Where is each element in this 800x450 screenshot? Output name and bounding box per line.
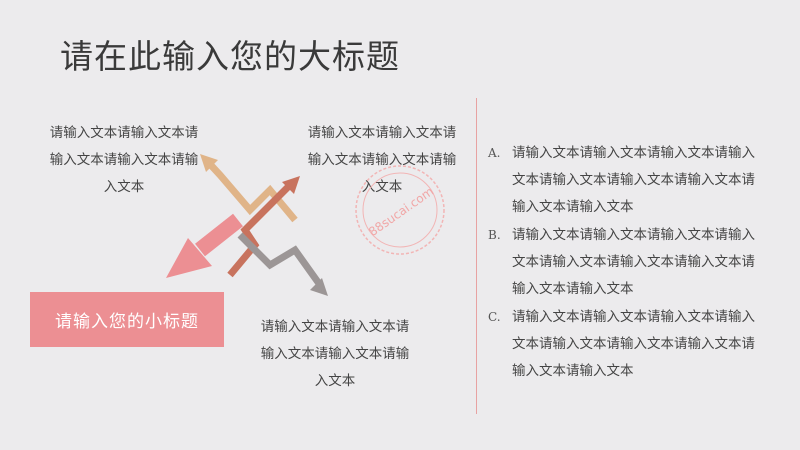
subtitle-label: 请输入您的小标题	[55, 312, 199, 332]
watermark-stamp: 88sucai.com	[355, 165, 445, 255]
divider-line	[476, 98, 477, 414]
list-text: 请输入文本请输入文本请输入文本请输入文本请输入文本请输入文本请输入文本请输入文本…	[512, 145, 755, 215]
list-item: A. 请输入文本请输入文本请输入文本请输入文本请输入文本请输入文本请输入文本请输…	[488, 140, 768, 221]
text-block-bottom: 请输入文本请输入文本请输入文本请输入文本请输入文本	[260, 319, 410, 389]
watermark-text: 88sucai.com	[366, 184, 436, 239]
text-block-top-right: 请输入文本请输入文本请输入文本请输入文本请输入文本	[307, 125, 457, 195]
text-block-top-left: 请输入文本请输入文本请输入文本请输入文本请输入文本	[49, 125, 199, 195]
page-title: 请在此输入您的大标题	[60, 37, 400, 76]
list-item: B. 请输入文本请输入文本请输入文本请输入文本请输入文本请输入文本请输入文本请输…	[488, 222, 768, 303]
list-text: 请输入文本请输入文本请输入文本请输入文本请输入文本请输入文本请输入文本请输入文本…	[512, 309, 755, 379]
list-item: C. 请输入文本请输入文本请输入文本请输入文本请输入文本请输入文本请输入文本请输…	[488, 304, 768, 385]
zigzag-arrow-icon	[166, 154, 328, 296]
list-marker: A.	[488, 146, 501, 160]
bullet-list: A. 请输入文本请输入文本请输入文本请输入文本请输入文本请输入文本请输入文本请输…	[488, 140, 768, 386]
list-text: 请输入文本请输入文本请输入文本请输入文本请输入文本请输入文本请输入文本请输入文本…	[512, 227, 755, 297]
list-marker: B.	[488, 228, 501, 242]
list-marker: C.	[488, 310, 501, 324]
subtitle-box: 请输入您的小标题	[30, 292, 224, 347]
big-arrow-icon	[166, 238, 212, 278]
